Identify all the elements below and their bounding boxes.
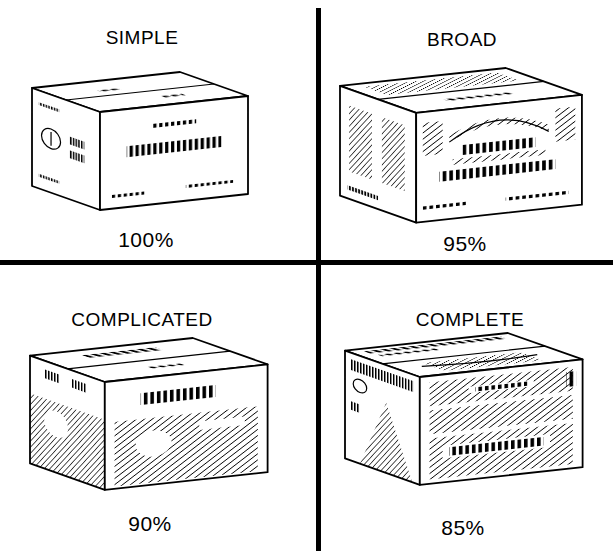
complicated-carton	[30, 338, 268, 490]
percent-value: 90%	[128, 512, 172, 535]
percent-value: 100%	[118, 228, 174, 251]
complete-carton	[345, 333, 583, 485]
simple-carton	[32, 72, 248, 210]
panel-heading: SIMPLE	[106, 28, 179, 49]
panel-heading: BROAD	[427, 30, 497, 51]
divider-bar	[0, 260, 613, 265]
panel-heading: COMPLETE	[416, 310, 525, 331]
percent-value: 85%	[441, 516, 485, 539]
percent-value: 95%	[443, 232, 487, 255]
divider-bar	[316, 8, 321, 551]
broad-carton	[340, 68, 582, 223]
panel-heading: COMPLICATED	[71, 310, 212, 331]
